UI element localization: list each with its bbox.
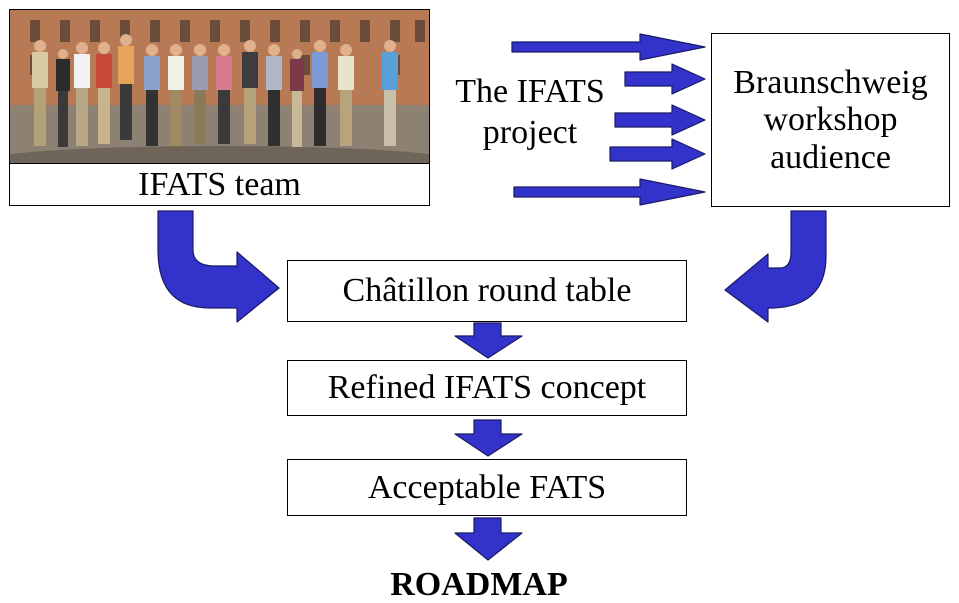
arrow-right-icon: [513, 178, 706, 206]
arrow-down-icon: [454, 419, 523, 457]
arrow-right-icon: [511, 33, 706, 61]
arrow-right-icon: [614, 104, 706, 136]
refined-concept-box: Refined IFATS concept: [287, 360, 687, 416]
audience-box: Braunschweig workshop audience: [711, 33, 950, 207]
arrow-right-icon: [624, 63, 706, 95]
arrow-right-icon: [609, 138, 706, 170]
acceptable-fats-box: Acceptable FATS: [287, 459, 687, 516]
roadmap-label: ROADMAP: [390, 566, 568, 603]
team-photo: [10, 10, 429, 163]
audience-line-3: audience: [770, 138, 891, 176]
project-label: The IFATS project: [430, 72, 630, 154]
project-label-line-1: The IFATS: [455, 73, 605, 110]
curved-arrow-icon: [724, 210, 827, 323]
curved-arrow-icon: [157, 210, 280, 323]
arrow-down-icon: [454, 517, 523, 561]
team-photo-frame: IFATS team: [9, 9, 430, 206]
chatillon-round-table-box: Châtillon round table: [287, 260, 687, 322]
audience-line-1: Braunschweig: [733, 63, 928, 101]
team-photo-caption: IFATS team: [10, 163, 429, 205]
team-photo-illustration: [10, 10, 429, 163]
project-label-line-2: project: [482, 113, 578, 151]
arrow-down-icon: [454, 322, 523, 359]
audience-line-2: workshop: [763, 101, 898, 139]
